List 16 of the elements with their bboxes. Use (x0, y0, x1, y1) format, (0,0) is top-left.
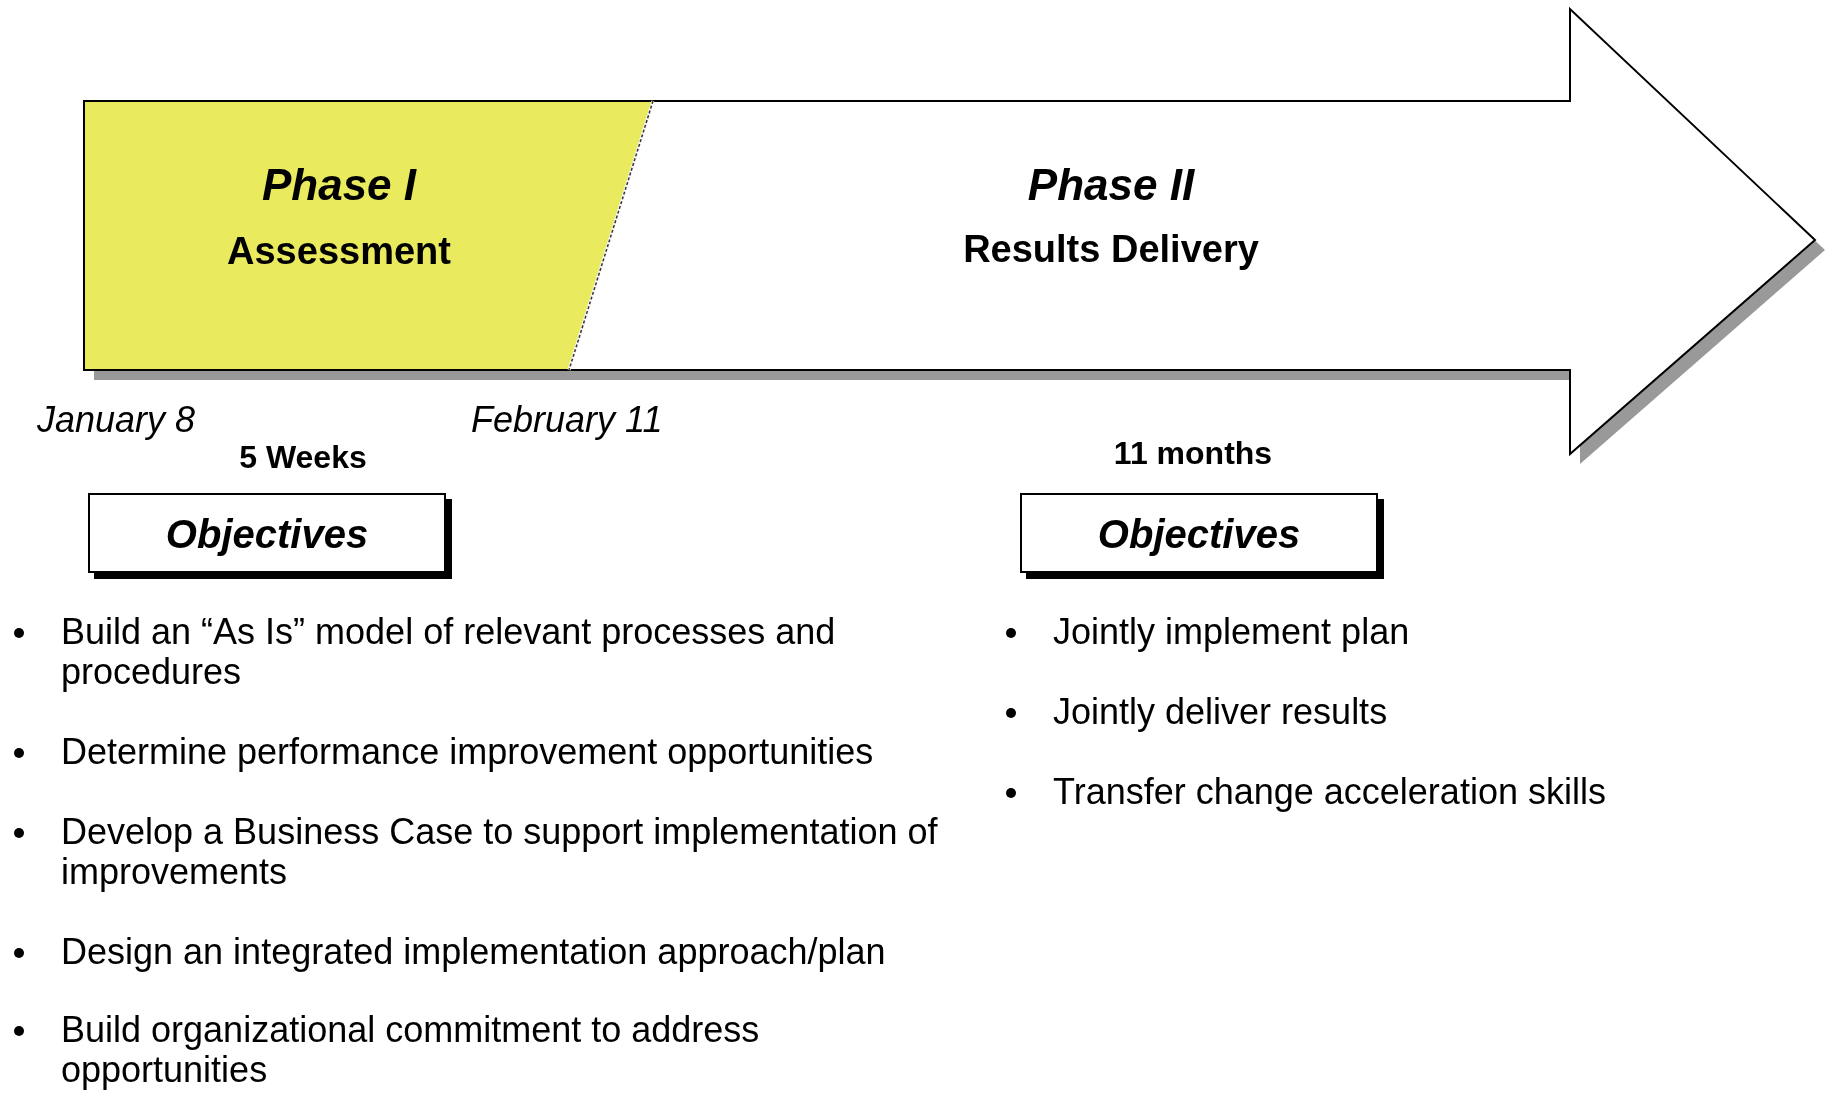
phase-subtitle: Results Delivery (962, 227, 1260, 271)
objective-text: Build organizational commitment to address opportunities (61, 1010, 761, 1090)
phase-title: Phase II (1026, 160, 1196, 210)
objective-text: Jointly deliver results (1053, 692, 1389, 732)
objective-text: Determine performance improvement opportunities (61, 732, 875, 772)
date-label: February 11 (471, 400, 663, 440)
objective-text: Design an integrated implementation approach/plan (61, 932, 887, 972)
duration-label: 11 months (1112, 434, 1274, 472)
objective-text: Transfer change acceleration skills (1053, 772, 1607, 812)
objective-text: Jointly implement plan (1053, 612, 1411, 652)
phase-title: Phase I (260, 160, 418, 210)
objective-text: Develop a Business Case to support implementation of improvements (61, 812, 939, 892)
objective-text: Build an “As Is” model of relevant processes and procedures (61, 612, 837, 692)
phase-subtitle: Assessment (226, 229, 452, 273)
duration-label: 5 Weeks (238, 438, 368, 476)
date-label: January 8 (37, 400, 196, 440)
